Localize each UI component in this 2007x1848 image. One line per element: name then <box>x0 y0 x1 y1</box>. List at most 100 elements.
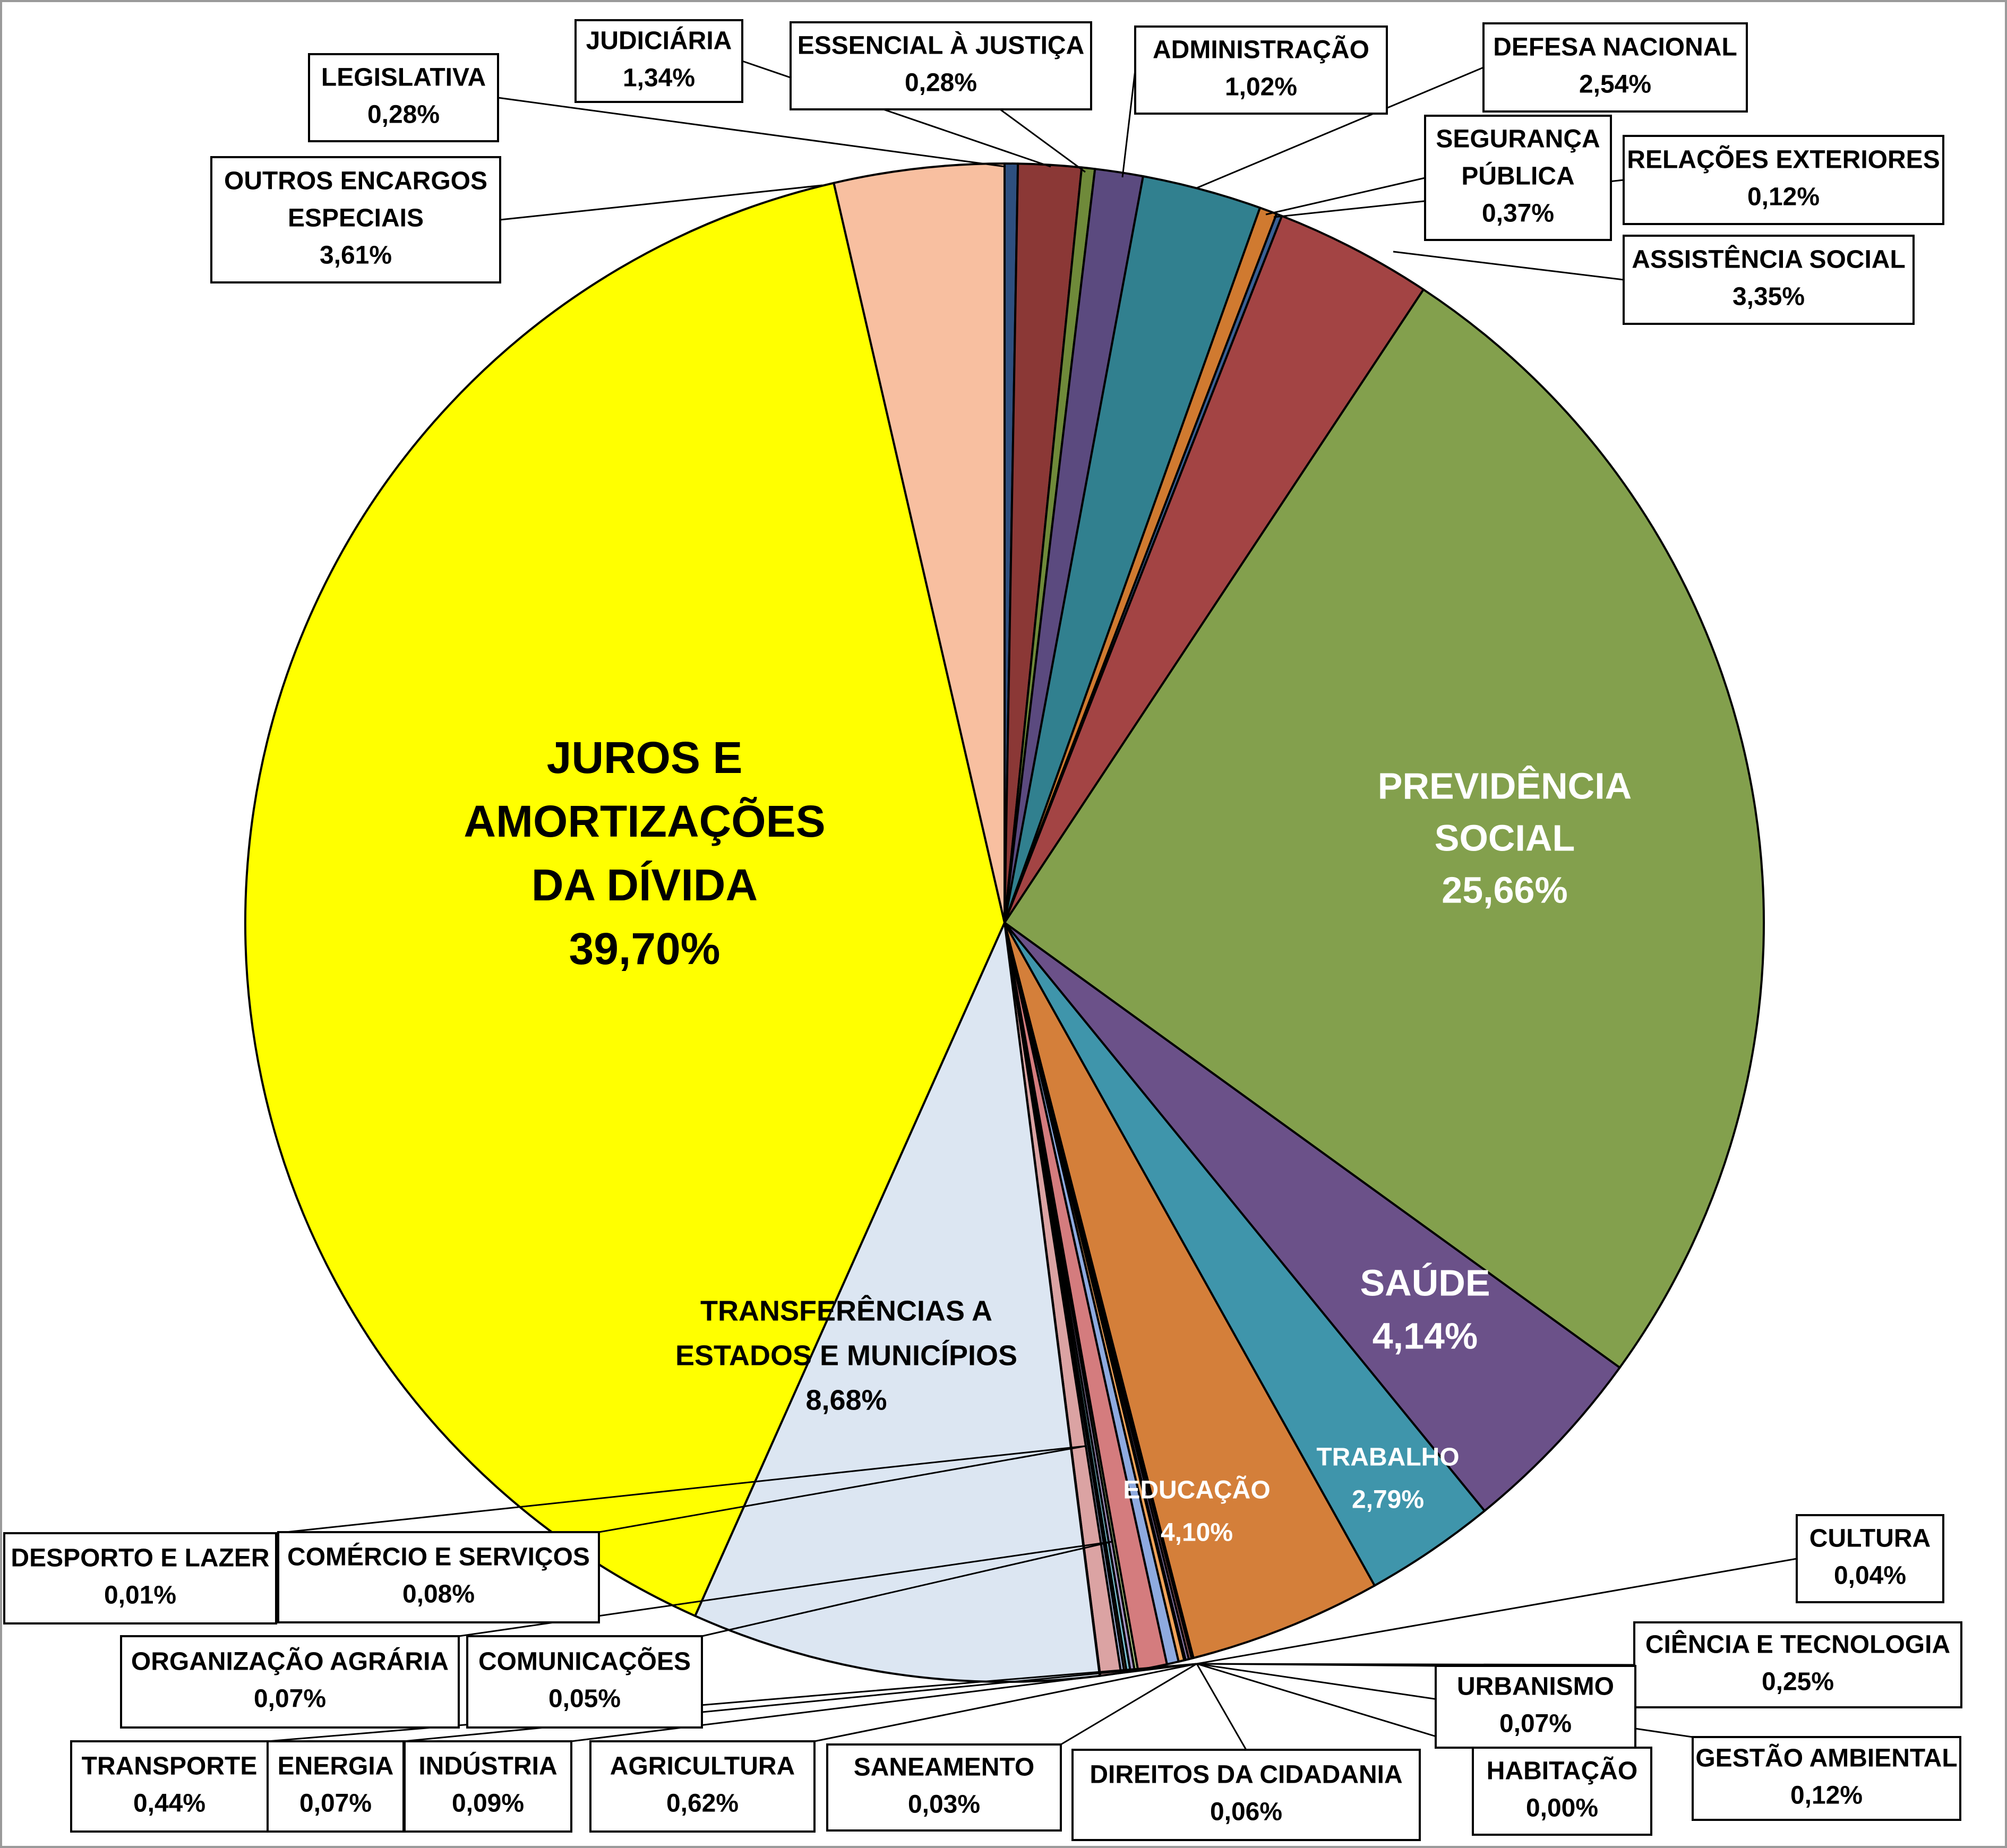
label-comunicacoes-value: 0,05% <box>548 1685 621 1713</box>
label-trabalho-value: 2,79% <box>1352 1486 1424 1514</box>
label-comunicacoes-leader-line <box>701 1541 1112 1637</box>
label-gestao-ambiental-value: 0,12% <box>1790 1782 1863 1810</box>
label-cultura-box <box>1796 1514 1944 1603</box>
label-organizacao-agraria-name: ORGANIZAÇÃO AGRÁRIA <box>131 1647 449 1676</box>
label-desporto-e-lazer-value: 0,01% <box>104 1581 176 1610</box>
label-educacao-value: 4,10% <box>1161 1519 1233 1547</box>
label-cultura-value: 0,04% <box>1834 1562 1906 1590</box>
label-ciencia-e-tecnologia-value: 0,25% <box>1762 1668 1834 1696</box>
label-defesa-nacional-value: 2,54% <box>1579 71 1651 99</box>
label-relacoes-exteriores: RELAÇÕES EXTERIORES 0,12% <box>1627 145 1940 211</box>
label-energia-box <box>267 1740 405 1833</box>
label-trabalho-name: TRABALHO <box>1316 1443 1459 1472</box>
label-previdencia-social: PREVIDÊNCIA SOCIAL 25,66% <box>1378 764 1632 910</box>
pie-slice-juros-e-amortizacoes-da-divida <box>244 182 1006 1617</box>
label-assistencia-social-value: 3,35% <box>1732 283 1805 311</box>
label-transferencias-a-estados-e-municipios-name: ESTADOS E MUNICÍPIOS <box>675 1339 1017 1371</box>
label-administracao-box <box>1134 25 1388 115</box>
label-administracao: ADMINISTRAÇÃO 1,02% <box>1153 35 1369 101</box>
label-saneamento: SANEAMENTO 0,03% <box>854 1754 1034 1819</box>
label-legislativa-name: LEGISLATIVA <box>321 64 486 92</box>
label-saneamento-box <box>826 1743 1062 1832</box>
label-comunicacoes: COMUNICAÇÕES 0,05% <box>478 1647 691 1713</box>
label-comunicacoes-box <box>466 1635 703 1729</box>
label-desporto-e-lazer-box <box>3 1532 277 1624</box>
label-direitos-da-cidadania-box <box>1071 1749 1421 1841</box>
label-industria-name: INDÚSTRIA <box>418 1751 557 1781</box>
label-energia-value: 0,07% <box>299 1790 372 1818</box>
label-urbanismo-leader-line <box>1196 1663 1436 1667</box>
label-saneamento-leader-line <box>1060 1663 1197 1746</box>
label-relacoes-exteriores-name: RELAÇÕES EXTERIORES <box>1627 145 1940 174</box>
label-transporte: TRANSPORTE 0,44% <box>82 1752 258 1818</box>
label-urbanismo-box <box>1435 1665 1636 1749</box>
label-transporte-box <box>70 1740 269 1833</box>
label-agricultura-leader-line <box>814 1663 1197 1742</box>
label-judiciaria-value: 1,34% <box>623 64 695 92</box>
label-outros-encargos-especiais-box <box>210 156 501 283</box>
label-gestao-ambiental-box <box>1692 1736 1961 1821</box>
label-urbanismo-value: 0,07% <box>1499 1710 1572 1738</box>
label-seguranca-publica-value: 0,37% <box>1482 200 1554 228</box>
label-habitacao-box <box>1472 1747 1652 1836</box>
label-habitacao-name: HABITAÇÃO <box>1487 1756 1637 1785</box>
label-comercio-e-servicos-name: COMÉRCIO E SERVIÇOS <box>287 1543 590 1571</box>
label-juros-e-amortizacoes-da-divida-name: DA DÍVIDA <box>531 860 758 910</box>
label-seguranca-publica-name: PÚBLICA <box>1461 161 1574 191</box>
label-agricultura: AGRICULTURA 0,62% <box>610 1752 795 1818</box>
label-saneamento-value: 0,03% <box>908 1791 980 1819</box>
label-essencial-a-justica-value: 0,28% <box>905 69 977 97</box>
label-agricultura-value: 0,62% <box>666 1790 739 1818</box>
label-saneamento-name: SANEAMENTO <box>854 1754 1034 1782</box>
label-judiciaria-box <box>574 19 743 103</box>
label-saude-value: 4,14% <box>1373 1315 1478 1356</box>
label-transporte-name: TRANSPORTE <box>82 1752 258 1781</box>
label-administracao-value: 1,02% <box>1225 73 1297 101</box>
pie-slice-assistencia-social <box>1004 214 1425 924</box>
label-habitacao-leader-line <box>1196 1663 1473 1749</box>
pie-slices <box>244 162 1765 1683</box>
pie-slice-previdencia-social <box>1004 288 1765 1369</box>
label-agricultura-name: AGRICULTURA <box>610 1752 795 1781</box>
label-comercio-e-servicos-box <box>277 1531 600 1623</box>
label-comunicacoes-name: COMUNICAÇÕES <box>478 1647 691 1676</box>
label-relacoes-exteriores-value: 0,12% <box>1747 183 1820 211</box>
label-transporte-value: 0,44% <box>133 1790 205 1818</box>
label-seguranca-publica: SEGURANÇA PÚBLICA 0,37% <box>1436 125 1600 228</box>
label-comercio-e-servicos-leader-line <box>598 1445 1086 1533</box>
label-assistencia-social-leader-line <box>1393 251 1624 281</box>
label-seguranca-publica-box <box>1424 115 1612 241</box>
label-defesa-nacional-box <box>1482 22 1748 113</box>
label-outros-encargos-especiais-name: OUTROS ENCARGOS <box>224 167 487 195</box>
label-previdencia-social-value: 25,66% <box>1442 869 1567 910</box>
label-juros-e-amortizacoes-da-divida-name: JUROS E <box>547 733 743 783</box>
label-relacoes-exteriores-box <box>1623 135 1944 225</box>
label-essencial-a-justica-box <box>790 21 1092 110</box>
label-comercio-e-servicos-value: 0,08% <box>402 1580 475 1609</box>
label-educacao-name: EDUCAÇÃO <box>1123 1475 1270 1505</box>
label-previdencia-social-name: PREVIDÊNCIA <box>1378 764 1632 806</box>
label-previdencia-social-name: SOCIAL <box>1435 817 1575 858</box>
label-assistencia-social-box <box>1623 235 1915 325</box>
label-habitacao: HABITAÇÃO 0,00% <box>1487 1756 1637 1823</box>
label-seguranca-publica-name: SEGURANÇA <box>1436 125 1600 153</box>
label-organizacao-agraria-box <box>120 1635 460 1729</box>
label-educacao: EDUCAÇÃO 4,10% <box>1123 1475 1270 1547</box>
label-seguranca-publica-leader-line <box>1265 177 1426 216</box>
leader-lines <box>267 60 1797 1750</box>
label-habitacao-value: 0,00% <box>1526 1794 1598 1823</box>
label-industria-value: 0,09% <box>452 1790 524 1818</box>
label-direitos-da-cidadania-value: 0,06% <box>1210 1798 1282 1826</box>
label-direitos-da-cidadania-leader-line <box>1196 1663 1247 1750</box>
label-administracao-name: ADMINISTRAÇÃO <box>1153 35 1369 64</box>
